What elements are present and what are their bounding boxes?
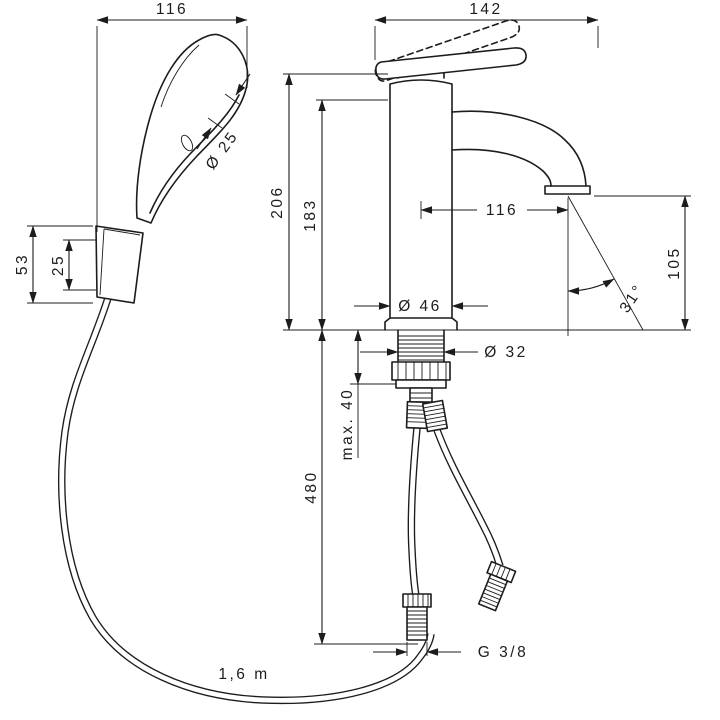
shower-logo-oval [180, 134, 194, 152]
faucet-below-counter [391, 329, 517, 641]
dim-label-hose-length: 1,6 m [218, 666, 269, 683]
spout-outlet [544, 185, 591, 195]
dim-total-height: 206 [269, 73, 388, 331]
hose-fitting-left [402, 593, 432, 641]
dim-below-counter-height: 480 [303, 329, 418, 645]
dim-shank-diameter: Ø 32 [360, 344, 528, 361]
mounting-nut [391, 361, 451, 381]
dim-faucet-width: 142 [374, 1, 599, 60]
dim-label-below-counter-height: 480 [303, 470, 320, 503]
shower-holder [95, 225, 144, 304]
dim-label-spout-reach: 116 [486, 202, 518, 219]
washer [395, 379, 447, 389]
dim-holder-offset: 25 [50, 239, 96, 291]
dim-label-shower-width: 116 [156, 1, 188, 18]
dim-label-body-height: 183 [302, 198, 319, 231]
faucet-spout [451, 110, 587, 187]
dim-connection-thread: G 3/8 [373, 642, 528, 661]
dim-label-faucet-width: 142 [469, 1, 502, 18]
faucet-lever [375, 47, 527, 80]
dim-label-max-counter-thickness: max. 40 [339, 388, 356, 461]
connector-stub [409, 387, 433, 403]
dim-max-counter-thickness: max. 40 [339, 329, 396, 461]
dim-hose-length: 1,6 m [218, 666, 269, 683]
dim-spout-reach: 116 [420, 198, 569, 336]
dim-label-holder-height: 53 [14, 253, 31, 275]
dim-shower-width: 116 [96, 1, 248, 232]
faucet-drawing [374, 19, 591, 331]
dim-label-connection-thread: G 3/8 [478, 644, 528, 661]
dim-body-diameter: Ø 46 [354, 298, 488, 315]
dim-label-outlet-height: 105 [666, 246, 683, 279]
dim-label-spout-angle: 31° [617, 281, 648, 316]
supply-hose-right [433, 428, 504, 568]
dim-label-total-height: 206 [269, 185, 286, 218]
faucet-body [389, 79, 453, 319]
dim-holder-height: 53 [14, 225, 93, 304]
dim-outlet-height: 105 [594, 195, 691, 331]
supply-hose-left [407, 427, 421, 597]
dim-body-height: 183 [302, 99, 388, 331]
shank-threads [398, 335, 444, 361]
hose-fitting-right [477, 560, 517, 612]
dim-label-body-diameter: Ø 46 [398, 298, 442, 315]
hand-shower-head [135, 33, 249, 224]
dim-label-holder-offset: 25 [50, 254, 67, 276]
dim-spout-angle: 31° [567, 195, 648, 331]
shower-hose [58, 296, 435, 705]
dim-label-shank-diameter: Ø 32 [484, 344, 528, 361]
hose-nut-right [421, 399, 449, 433]
